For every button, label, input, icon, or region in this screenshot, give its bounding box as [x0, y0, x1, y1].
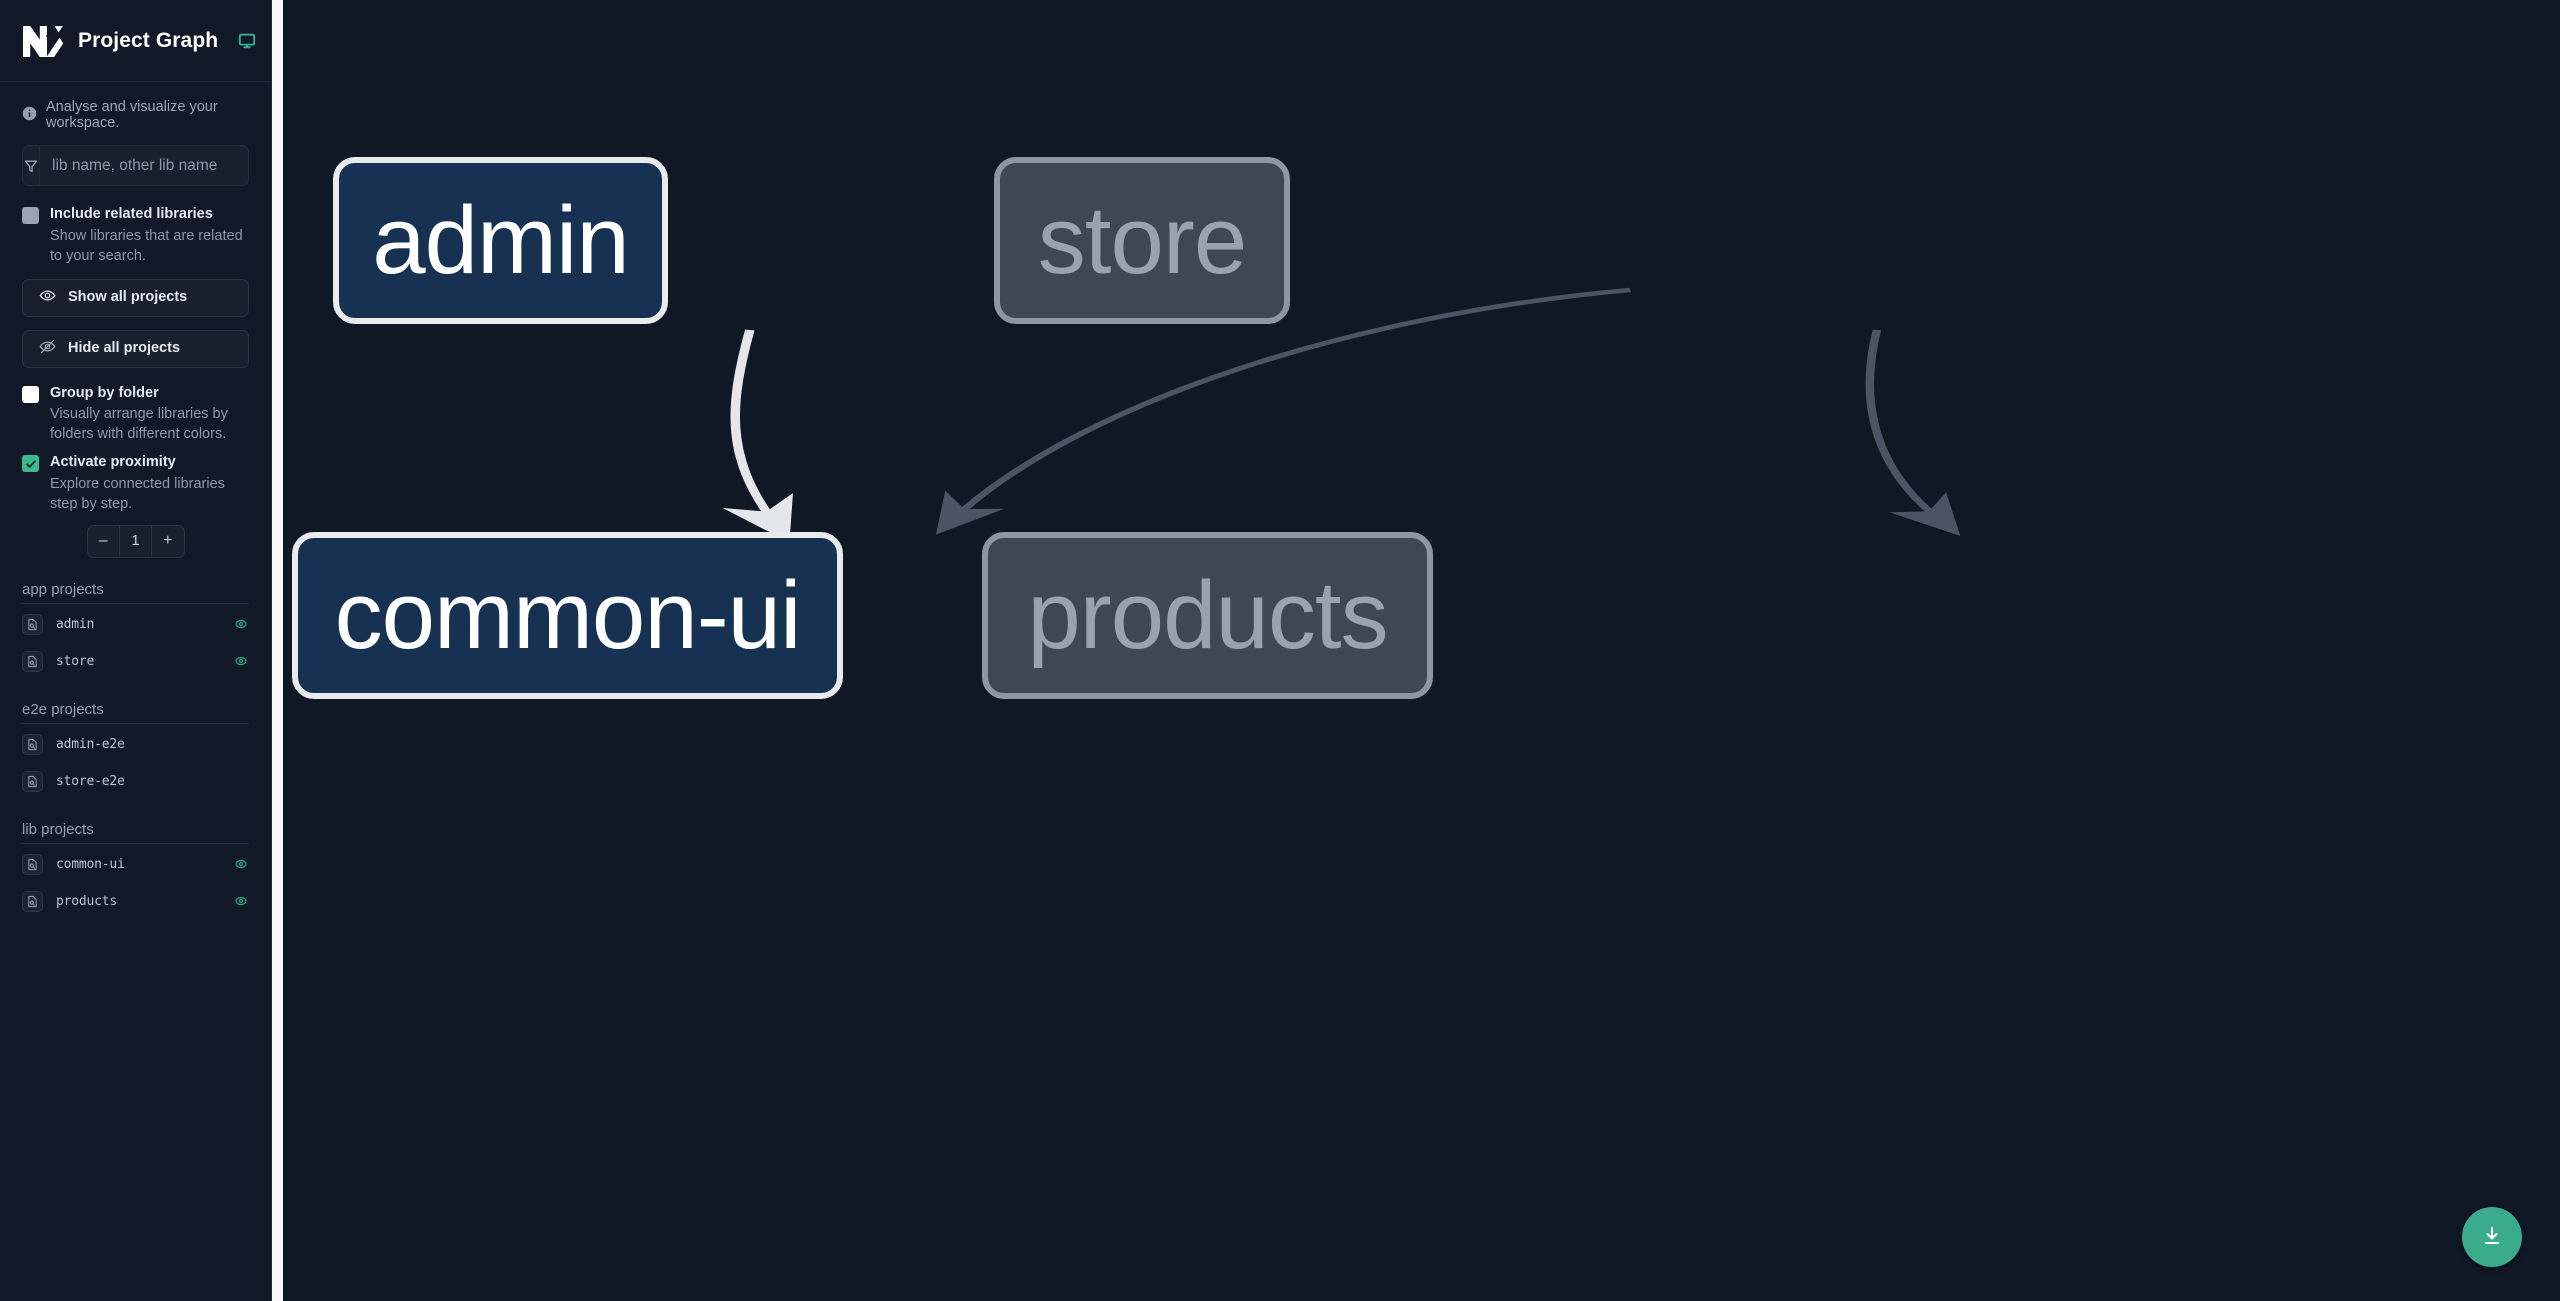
option-label: Group by folder: [50, 384, 159, 401]
search-field-wrapper: [22, 145, 249, 186]
project-visibility-eye-icon[interactable]: [233, 856, 249, 872]
graph-node-label: products: [1027, 561, 1388, 669]
section-app-projects: app projects admin: [0, 581, 271, 678]
show-all-projects-button[interactable]: Show all projects: [22, 278, 249, 317]
monitor-icon[interactable]: [238, 32, 256, 50]
download-graph-button[interactable]: [2462, 1207, 2522, 1267]
eye-off-icon: [39, 338, 56, 359]
sidebar: Project Graph Analyse and visualize your…: [0, 0, 272, 1301]
graph-node-label: admin: [372, 186, 629, 294]
project-file-icon: [22, 890, 43, 912]
option-description: Explore connected libraries step by step…: [50, 475, 225, 512]
project-visibility-eye-icon[interactable]: [233, 653, 249, 669]
proximity-stepper: – 1 +: [86, 524, 185, 558]
hide-all-projects-label: Hide all projects: [68, 340, 181, 357]
section-title: app projects: [22, 581, 249, 604]
graph-node-label: common-ui: [334, 561, 802, 669]
project-list-item-common-ui[interactable]: common-ui: [22, 848, 249, 881]
option-text: Group by folder Visually arrange librari…: [50, 384, 249, 445]
option-include-related-libraries[interactable]: Include related libraries Show libraries…: [22, 196, 249, 266]
sidebar-controls: Include related libraries Show libraries…: [0, 145, 271, 558]
option-description: Show libraries that are related to your …: [50, 227, 243, 264]
graph-canvas[interactable]: admin store common-ui products: [283, 0, 2560, 1301]
project-name: admin-e2e: [56, 736, 125, 752]
section-e2e-projects: e2e projects admin-e2e store-e2: [0, 701, 271, 798]
graph-node-store[interactable]: store: [994, 157, 1290, 324]
show-all-projects-label: Show all projects: [68, 289, 188, 306]
sidebar-header: Project Graph: [0, 0, 271, 82]
project-name: products: [56, 893, 118, 909]
activate-proximity-checkbox[interactable]: [22, 455, 39, 473]
hide-all-projects-button[interactable]: Hide all projects: [22, 329, 249, 368]
project-name: store: [56, 653, 95, 669]
graph-node-label: store: [1037, 186, 1247, 294]
info-icon: [22, 106, 37, 125]
search-input[interactable]: [40, 146, 248, 185]
project-visibility-eye-icon[interactable]: [233, 893, 249, 909]
edge-admin-to-common-ui: [722, 329, 794, 543]
option-label: Include related libraries: [50, 206, 213, 222]
download-icon: [2480, 1224, 2504, 1251]
section-title: e2e projects: [22, 701, 249, 724]
proximity-decrement-button[interactable]: –: [98, 532, 108, 550]
group-by-folder-checkbox[interactable]: [22, 385, 39, 403]
sidebar-resizer[interactable]: [272, 0, 283, 1301]
graph-node-admin[interactable]: admin: [333, 157, 668, 324]
eye-icon: [39, 287, 56, 308]
nx-logo-icon: [22, 23, 64, 59]
include-related-libraries-checkbox[interactable]: [22, 207, 39, 224]
graph-edges: [722, 287, 1961, 543]
option-description: Visually arrange libraries by folders wi…: [50, 406, 228, 443]
proximity-increment-button[interactable]: +: [163, 532, 173, 550]
project-file-icon: [22, 733, 43, 755]
option-label: Activate proximity: [50, 454, 176, 471]
project-list-item-admin[interactable]: admin: [22, 608, 249, 641]
project-name: admin: [56, 616, 95, 632]
edge-store-to-products: [1865, 329, 1961, 536]
project-name: store-e2e: [56, 773, 125, 789]
section-title: lib projects: [22, 821, 249, 844]
option-group-by-folder[interactable]: Group by folder Visually arrange librari…: [22, 368, 249, 445]
project-list-item-store-e2e[interactable]: store-e2e: [22, 765, 249, 798]
proximity-value: 1: [118, 525, 153, 557]
project-file-icon: [22, 770, 43, 792]
tagline-text: Analyse and visualize your workspace.: [46, 99, 218, 131]
project-file-icon: [22, 613, 43, 635]
option-text: Activate proximity Explore connected lib…: [50, 453, 249, 514]
edge-store-to-common-ui: [935, 287, 1631, 535]
section-lib-projects: lib projects common-ui: [0, 821, 271, 918]
project-file-icon: [22, 853, 43, 875]
project-file-icon: [22, 650, 43, 672]
project-list-item-products[interactable]: products: [22, 885, 249, 918]
project-list-item-store[interactable]: store: [22, 645, 249, 678]
option-activate-proximity[interactable]: Activate proximity Explore connected lib…: [22, 444, 249, 514]
project-name: common-ui: [56, 856, 125, 872]
project-list-item-admin-e2e[interactable]: admin-e2e: [22, 728, 249, 761]
graph-node-common-ui[interactable]: common-ui: [292, 532, 843, 699]
project-visibility-eye-icon[interactable]: [233, 616, 249, 632]
graph-node-products[interactable]: products: [982, 532, 1433, 699]
option-text: Include related libraries Show libraries…: [50, 205, 249, 266]
tagline: Analyse and visualize your workspace.: [0, 82, 271, 145]
page-title: Project Graph: [78, 28, 219, 52]
filter-icon: [23, 146, 40, 185]
